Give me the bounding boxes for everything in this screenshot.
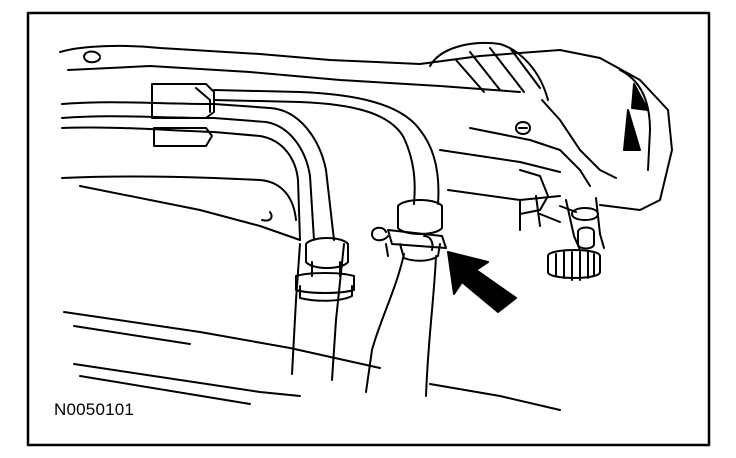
engine-housing <box>59 42 673 231</box>
vehicle-frame-lines <box>63 185 577 411</box>
hose-clamp-right <box>371 199 447 262</box>
arrow-icon <box>447 251 517 313</box>
cooler-line-right <box>213 89 440 397</box>
figure-code: N0050101 <box>54 400 135 419</box>
hose-fitting-right <box>547 197 605 281</box>
hose-clamp-left <box>295 237 355 302</box>
cooler-line-left <box>61 101 345 381</box>
tube-clip-bracket <box>151 83 215 147</box>
figure-frame <box>26 11 711 447</box>
